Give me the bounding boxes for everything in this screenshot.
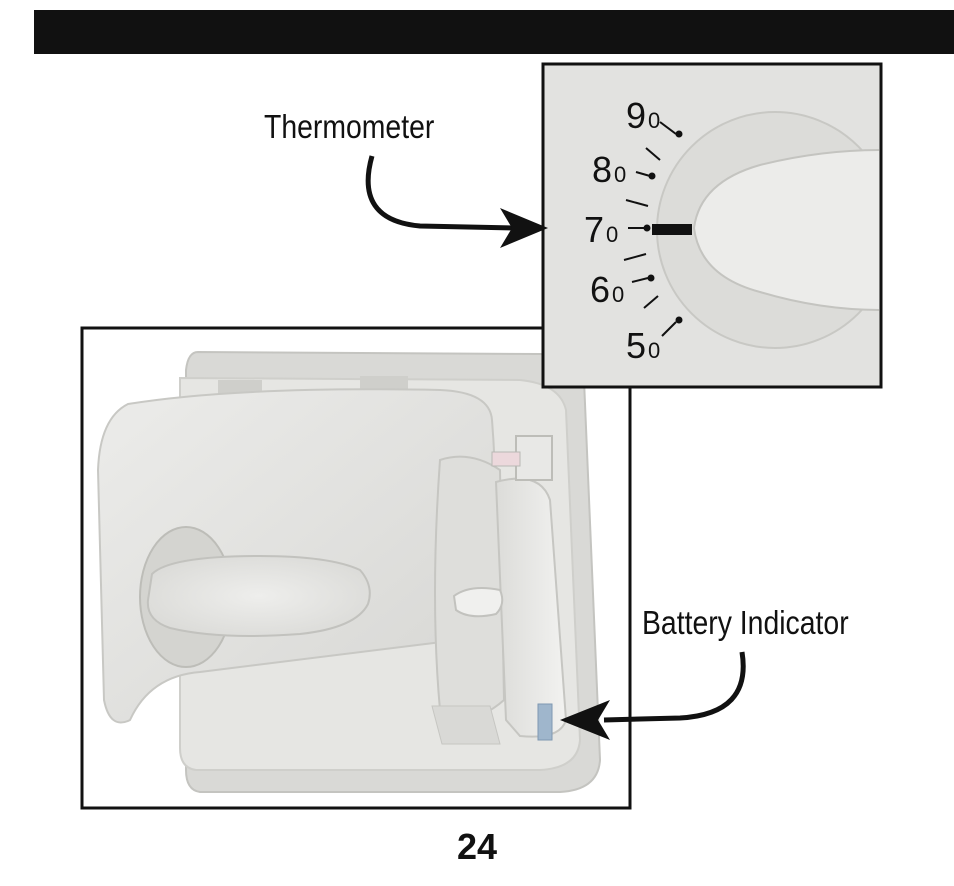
battery-indicator-window [538,704,552,740]
svg-text:5: 5 [626,325,646,366]
indicator-needle [652,224,692,235]
page-number: 24 [0,826,954,868]
temperature-knob [148,556,370,636]
thermometer-arrow [368,156,548,248]
svg-text:0: 0 [612,282,624,307]
svg-text:0: 0 [606,222,618,247]
thermometer-inset: 9 0 8 0 7 0 6 0 5 0 [543,64,893,387]
battery-indicator-label: Battery Indicator [642,604,849,642]
svg-text:7: 7 [584,209,604,250]
svg-text:9: 9 [626,95,646,136]
thermometer-label: Thermometer [264,108,434,146]
svg-text:8: 8 [592,149,612,190]
device-view [82,328,630,808]
svg-text:0: 0 [648,338,660,363]
svg-text:6: 6 [590,269,610,310]
svg-text:0: 0 [648,108,660,133]
svg-text:0: 0 [614,162,626,187]
